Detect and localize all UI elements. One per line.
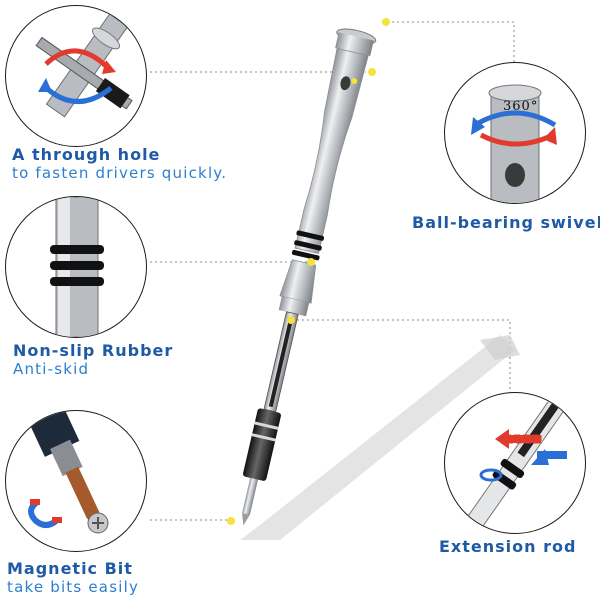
feature-subtitle-rubber: Anti-skid (13, 360, 90, 378)
detail-circle-through-hole (5, 5, 147, 147)
marker-swivel (382, 18, 390, 26)
marker-rubber (307, 258, 315, 266)
swivel-degree-badge: 360° (503, 99, 539, 114)
pull-arrow-icon (495, 429, 542, 449)
rotation-arrows-icon (44, 48, 110, 70)
push-arrow-icon (531, 449, 567, 465)
marker-hole (368, 68, 376, 76)
feature-title-extension: Extension rod (439, 537, 577, 556)
feature-title-swivel: Ball-bearing swivel (412, 213, 600, 232)
detail-circle-rubber (5, 196, 147, 338)
magnet-icon (28, 499, 62, 528)
feature-subtitle-magnetic: take bits easily (7, 578, 140, 596)
marker-extension (287, 316, 295, 324)
swivel-rotation-icon (473, 110, 557, 128)
detail-circle-extension (444, 392, 586, 534)
feature-title-rubber: Non-slip Rubber (13, 341, 174, 360)
detail-circle-swivel: 360° (444, 62, 586, 204)
feature-title-magnetic: Magnetic Bit (7, 559, 133, 578)
screw-icon (87, 512, 109, 534)
feature-subtitle-through-hole: to fasten drivers quickly. (12, 164, 228, 182)
feature-title-through-hole: A through hole (12, 145, 161, 164)
callout-line-swivel (392, 21, 515, 80)
marker-bit (227, 517, 235, 525)
detail-circle-magnetic (5, 410, 147, 552)
